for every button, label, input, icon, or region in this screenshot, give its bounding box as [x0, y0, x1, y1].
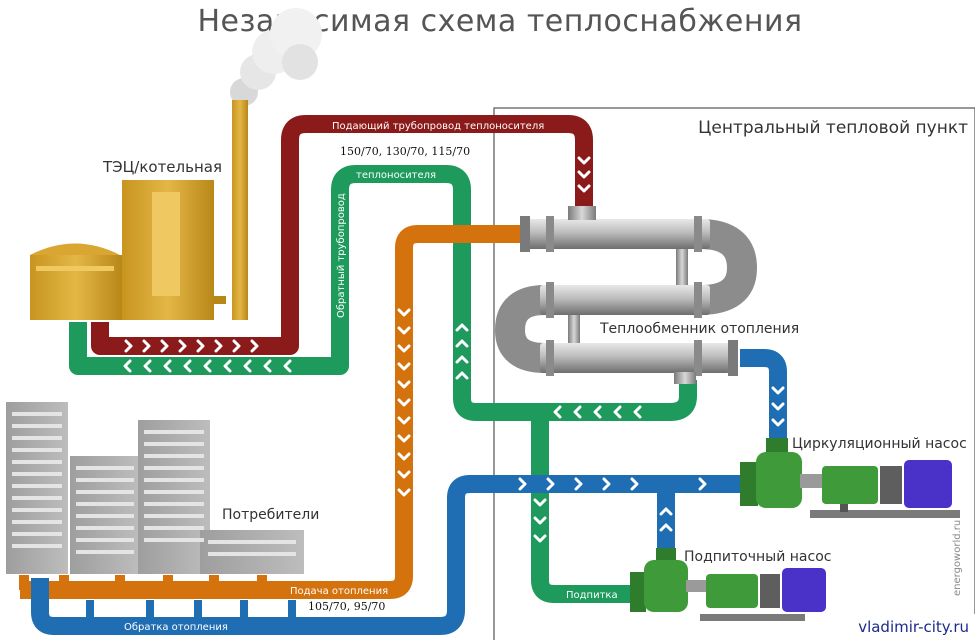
makeup-pump-label: Подпиточный насос: [684, 549, 831, 565]
heating-supply-label: Подача отопления: [290, 586, 388, 597]
makeup-label: Подпитка: [566, 590, 618, 601]
boiler-label: ТЭЦ/котельная: [102, 158, 222, 176]
return-pipe-label-top: теплоносителя: [356, 170, 436, 181]
smoke-icon: [230, 8, 322, 106]
flow-arrows: [123, 156, 785, 543]
consumer-supply-stubs: [19, 575, 267, 590]
boiler-plant-icon: [30, 100, 248, 320]
makeup-pump-icon: [630, 548, 840, 621]
heat-exchanger-label: Теплообменник отопления: [599, 321, 799, 337]
consumers-icon: [6, 402, 304, 574]
heating-return-label: Обратка отопления: [124, 622, 228, 633]
return-pipe-label-side: Обратный трубопровод: [336, 193, 347, 318]
primary-supply-pipe: [91, 115, 593, 355]
credit-link[interactable]: vladimir-city.ru: [805, 614, 975, 640]
circ-to-exchanger-pipe: [740, 349, 787, 448]
consumers-label: Потребители: [222, 507, 319, 523]
central-point-label: Центральный тепловой пункт: [698, 118, 968, 138]
consumer-return-stubs: [86, 600, 296, 626]
circulation-pump-icon: [740, 438, 960, 518]
heating-temps-label: 105/70, 95/70: [308, 600, 385, 613]
supply-pipe-label: Подающий трубопровод теплоносителя: [332, 121, 544, 132]
makeup-pipe: [531, 412, 640, 603]
primary-return-pipe: [69, 165, 697, 421]
watermark: energoworld.ru: [952, 519, 963, 596]
central-point-frame: [493, 107, 975, 640]
heat-exchanger-icon: [494, 206, 758, 384]
heating-return-pipe: [31, 475, 740, 635]
heating-supply-pipe: [20, 225, 520, 599]
supply-temps-label: 150/70, 130/70, 115/70: [340, 145, 470, 158]
circulation-pump-label: Циркуляционный насос: [792, 436, 967, 452]
